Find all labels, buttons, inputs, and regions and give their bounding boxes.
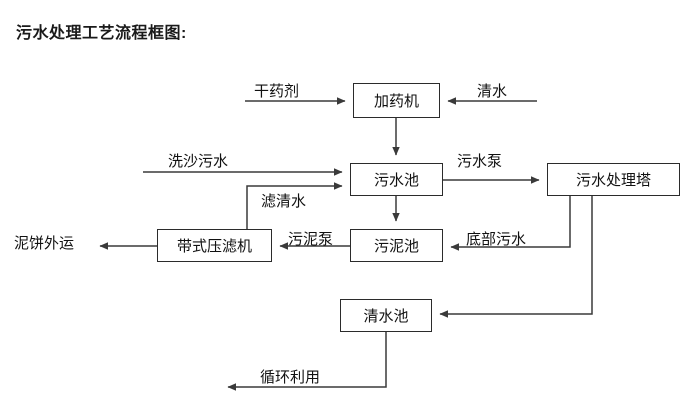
node-wastewater-pool-label: 污水池 (373, 172, 419, 189)
edge-label-sludge-pump: 污泥泵 (288, 231, 334, 248)
output-label-mud-cake-out: 泥饼外运 (14, 235, 75, 252)
input-label-sand-wash-wastewater: 洗沙污水 (168, 153, 229, 170)
edge-label-wastewater-pump: 污水泵 (457, 153, 503, 170)
edge-label-filtered-water: 滤清水 (261, 193, 307, 210)
edge-filtered-water-to-wastewater-pool (246, 182, 343, 229)
edge-clean-water-pool-to-recycle (227, 331, 387, 391)
input-label-clean-water: 清水 (477, 83, 508, 100)
node-clean-water-pool-label: 清水池 (363, 308, 409, 325)
node-dosing-machine-label: 加药机 (373, 93, 419, 110)
node-sludge-pool[interactable]: 污泥池 (350, 229, 443, 262)
edge-tower-to-clean-water-pool (439, 196, 593, 318)
node-sludge-pool-label: 污泥池 (373, 238, 419, 255)
node-treatment-tower-label: 污水处理塔 (575, 172, 651, 189)
edge-bottom-wastewater-to-sludge-pool (450, 196, 571, 251)
node-belt-filter-press[interactable]: 带式压滤机 (157, 229, 272, 262)
node-dosing-machine[interactable]: 加药机 (353, 83, 440, 118)
edge-label-bottom-wastewater: 底部污水 (466, 231, 527, 248)
output-label-recycle-use: 循环利用 (260, 369, 321, 386)
node-clean-water-pool[interactable]: 清水池 (340, 299, 432, 332)
page-title: 污水处理工艺流程框图: (16, 25, 187, 42)
node-belt-filter-press-label: 带式压滤机 (176, 238, 252, 255)
node-wastewater-pool[interactable]: 污水池 (350, 163, 443, 196)
input-label-dry-chemical: 干药剂 (254, 83, 300, 100)
node-treatment-tower[interactable]: 污水处理塔 (547, 163, 680, 196)
